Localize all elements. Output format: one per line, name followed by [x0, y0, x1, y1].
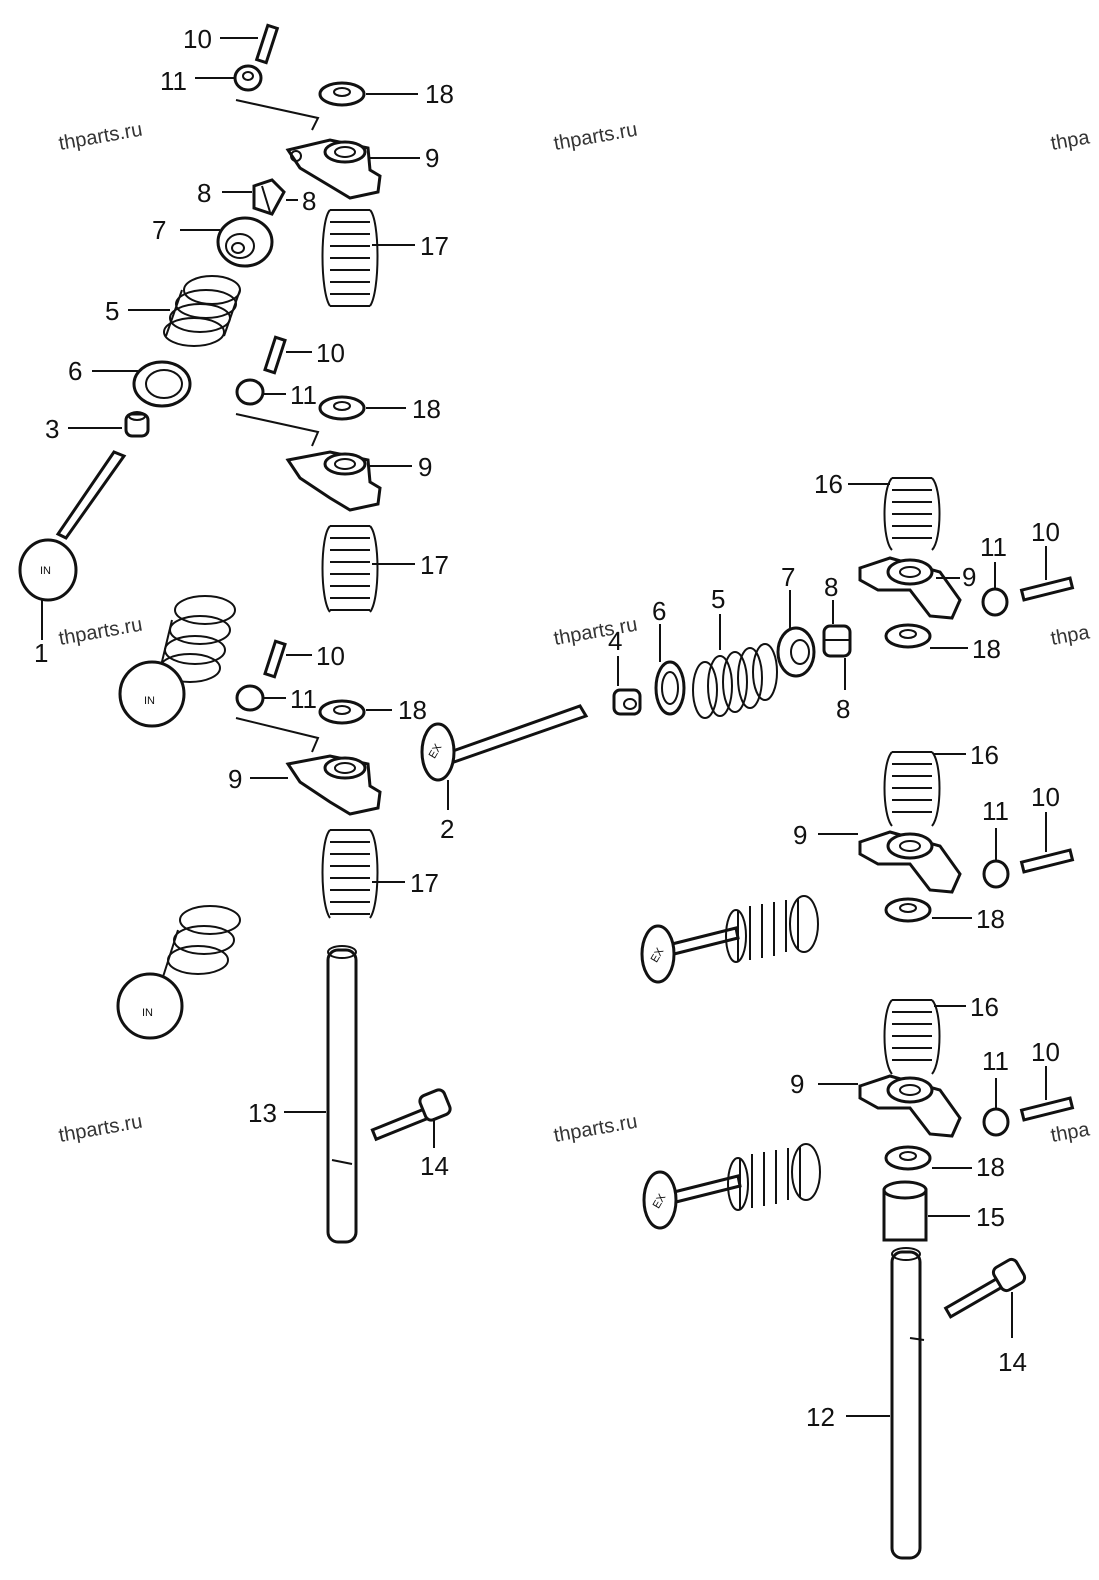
callout-11: 11 [290, 380, 317, 410]
rocker-assembly-right-3: 16 9 11 10 18 15 12 [790, 992, 1075, 1560]
seal-4 [612, 688, 642, 716]
rocker-shaft-12 [890, 1247, 925, 1560]
seal-3 [124, 411, 150, 438]
callout-7: 7 [781, 562, 795, 592]
watermark: thparts.ru [552, 614, 639, 650]
washer-18 [318, 81, 366, 107]
retainer-7 [776, 626, 816, 678]
valve-mark-in: IN [142, 1007, 153, 1019]
callout-9: 9 [228, 764, 242, 794]
watermark: thpa [1049, 126, 1092, 155]
watermark: thpa [1049, 621, 1092, 650]
assembled-intake-valve-b: IN [116, 905, 241, 1040]
assembled-exhaust-valve-a: EX [640, 895, 819, 984]
callout-5: 5 [711, 584, 725, 614]
callout-16: 16 [970, 740, 999, 770]
callout-8b: 8 [836, 694, 850, 724]
callout-14: 14 [998, 1347, 1027, 1377]
callout-11: 11 [982, 796, 1009, 826]
spacer-15 [882, 1180, 928, 1242]
rocker-assembly-2: 10 11 18 9 17 [235, 335, 449, 613]
watermark: thparts.ru [552, 119, 639, 155]
callout-11: 11 [290, 684, 317, 714]
seat-6 [654, 660, 686, 716]
callout-15: 15 [976, 1202, 1005, 1232]
callout-9: 9 [962, 562, 976, 592]
callout-7: 7 [152, 215, 166, 245]
callout-8a: 8 [197, 178, 211, 208]
callout-9: 9 [418, 452, 432, 482]
callout-14: 14 [420, 1151, 449, 1181]
bolt-14 [943, 1257, 1027, 1319]
callout-8b: 8 [302, 186, 316, 216]
callout-11: 11 [982, 1046, 1009, 1076]
callout-17: 17 [410, 868, 439, 898]
callout-10: 10 [316, 338, 345, 368]
watermark: thpa [1049, 1118, 1092, 1147]
callout-11: 11 [160, 66, 187, 96]
assembled-intake-valve-a: IN [118, 595, 236, 728]
callout-4: 4 [608, 626, 622, 656]
callout-18: 18 [972, 634, 1001, 664]
cotter-8 [252, 178, 286, 216]
intake-valve-parts: 8 8 7 5 6 3 [18, 178, 316, 1040]
watermark: thparts.ru [57, 119, 144, 155]
callout-10: 10 [1031, 782, 1060, 812]
nut-11 [233, 64, 263, 92]
callout-18: 18 [398, 695, 427, 725]
callout-18: 18 [412, 394, 441, 424]
valve-mark-in: IN [144, 695, 155, 707]
callout-12: 12 [806, 1402, 835, 1432]
callout-16: 16 [970, 992, 999, 1022]
callout-11: 11 [980, 532, 1007, 562]
callout-9: 9 [793, 820, 807, 850]
spring-17 [321, 209, 379, 307]
intake-valve-1: IN [18, 450, 127, 602]
callout-2: 2 [440, 814, 454, 844]
callout-10: 10 [183, 24, 212, 54]
assembled-exhaust-valve-b: EX [642, 1143, 821, 1230]
callout-6: 6 [68, 356, 82, 386]
valve-mark-in: IN [40, 565, 51, 577]
rocker-arm-9 [285, 138, 382, 200]
watermark: thparts.ru [57, 614, 144, 650]
cotter-8 [822, 624, 852, 658]
callout-13: 13 [248, 1098, 277, 1128]
callout-17: 17 [420, 231, 449, 261]
watermark: thparts.ru [57, 1111, 144, 1147]
rocker-shaft-13 [326, 945, 358, 1244]
callout-8a: 8 [824, 572, 838, 602]
seat-6 [132, 360, 192, 408]
callout-18: 18 [976, 904, 1005, 934]
callout-9: 9 [425, 143, 439, 173]
callout-10: 10 [1031, 517, 1060, 547]
callout-18: 18 [976, 1152, 1005, 1182]
callout-5: 5 [105, 296, 119, 326]
watermark: thparts.ru [552, 1111, 639, 1147]
callout-6: 6 [652, 596, 666, 626]
spring-5 [692, 643, 778, 719]
callout-1: 1 [34, 638, 48, 668]
callout-16: 16 [814, 469, 843, 499]
exhaust-valve-parts: EX 2 4 6 5 7 [420, 562, 852, 1230]
rocker-assembly-right-2: 16 9 11 10 18 [793, 740, 1075, 934]
stud-10 [254, 23, 280, 65]
callout-10: 10 [1031, 1037, 1060, 1067]
retainer-7 [216, 216, 274, 268]
rocker-assembly-3: 10 11 18 9 17 13 14 [228, 639, 452, 1244]
exhaust-valve-2: EX [420, 704, 589, 782]
rocker-assembly-right-1: 16 9 11 10 18 [814, 469, 1075, 664]
spring-5 [163, 275, 241, 347]
callout-9: 9 [790, 1069, 804, 1099]
rocker-assembly-1: 10 11 18 9 17 [160, 23, 454, 307]
bolt-14 [370, 1088, 452, 1142]
callout-3: 3 [45, 414, 59, 444]
watermarks: thparts.ru thparts.ru thpa thparts.ru th… [57, 119, 1092, 1147]
callout-18: 18 [425, 79, 454, 109]
callout-10: 10 [316, 641, 345, 671]
callout-17: 17 [420, 550, 449, 580]
